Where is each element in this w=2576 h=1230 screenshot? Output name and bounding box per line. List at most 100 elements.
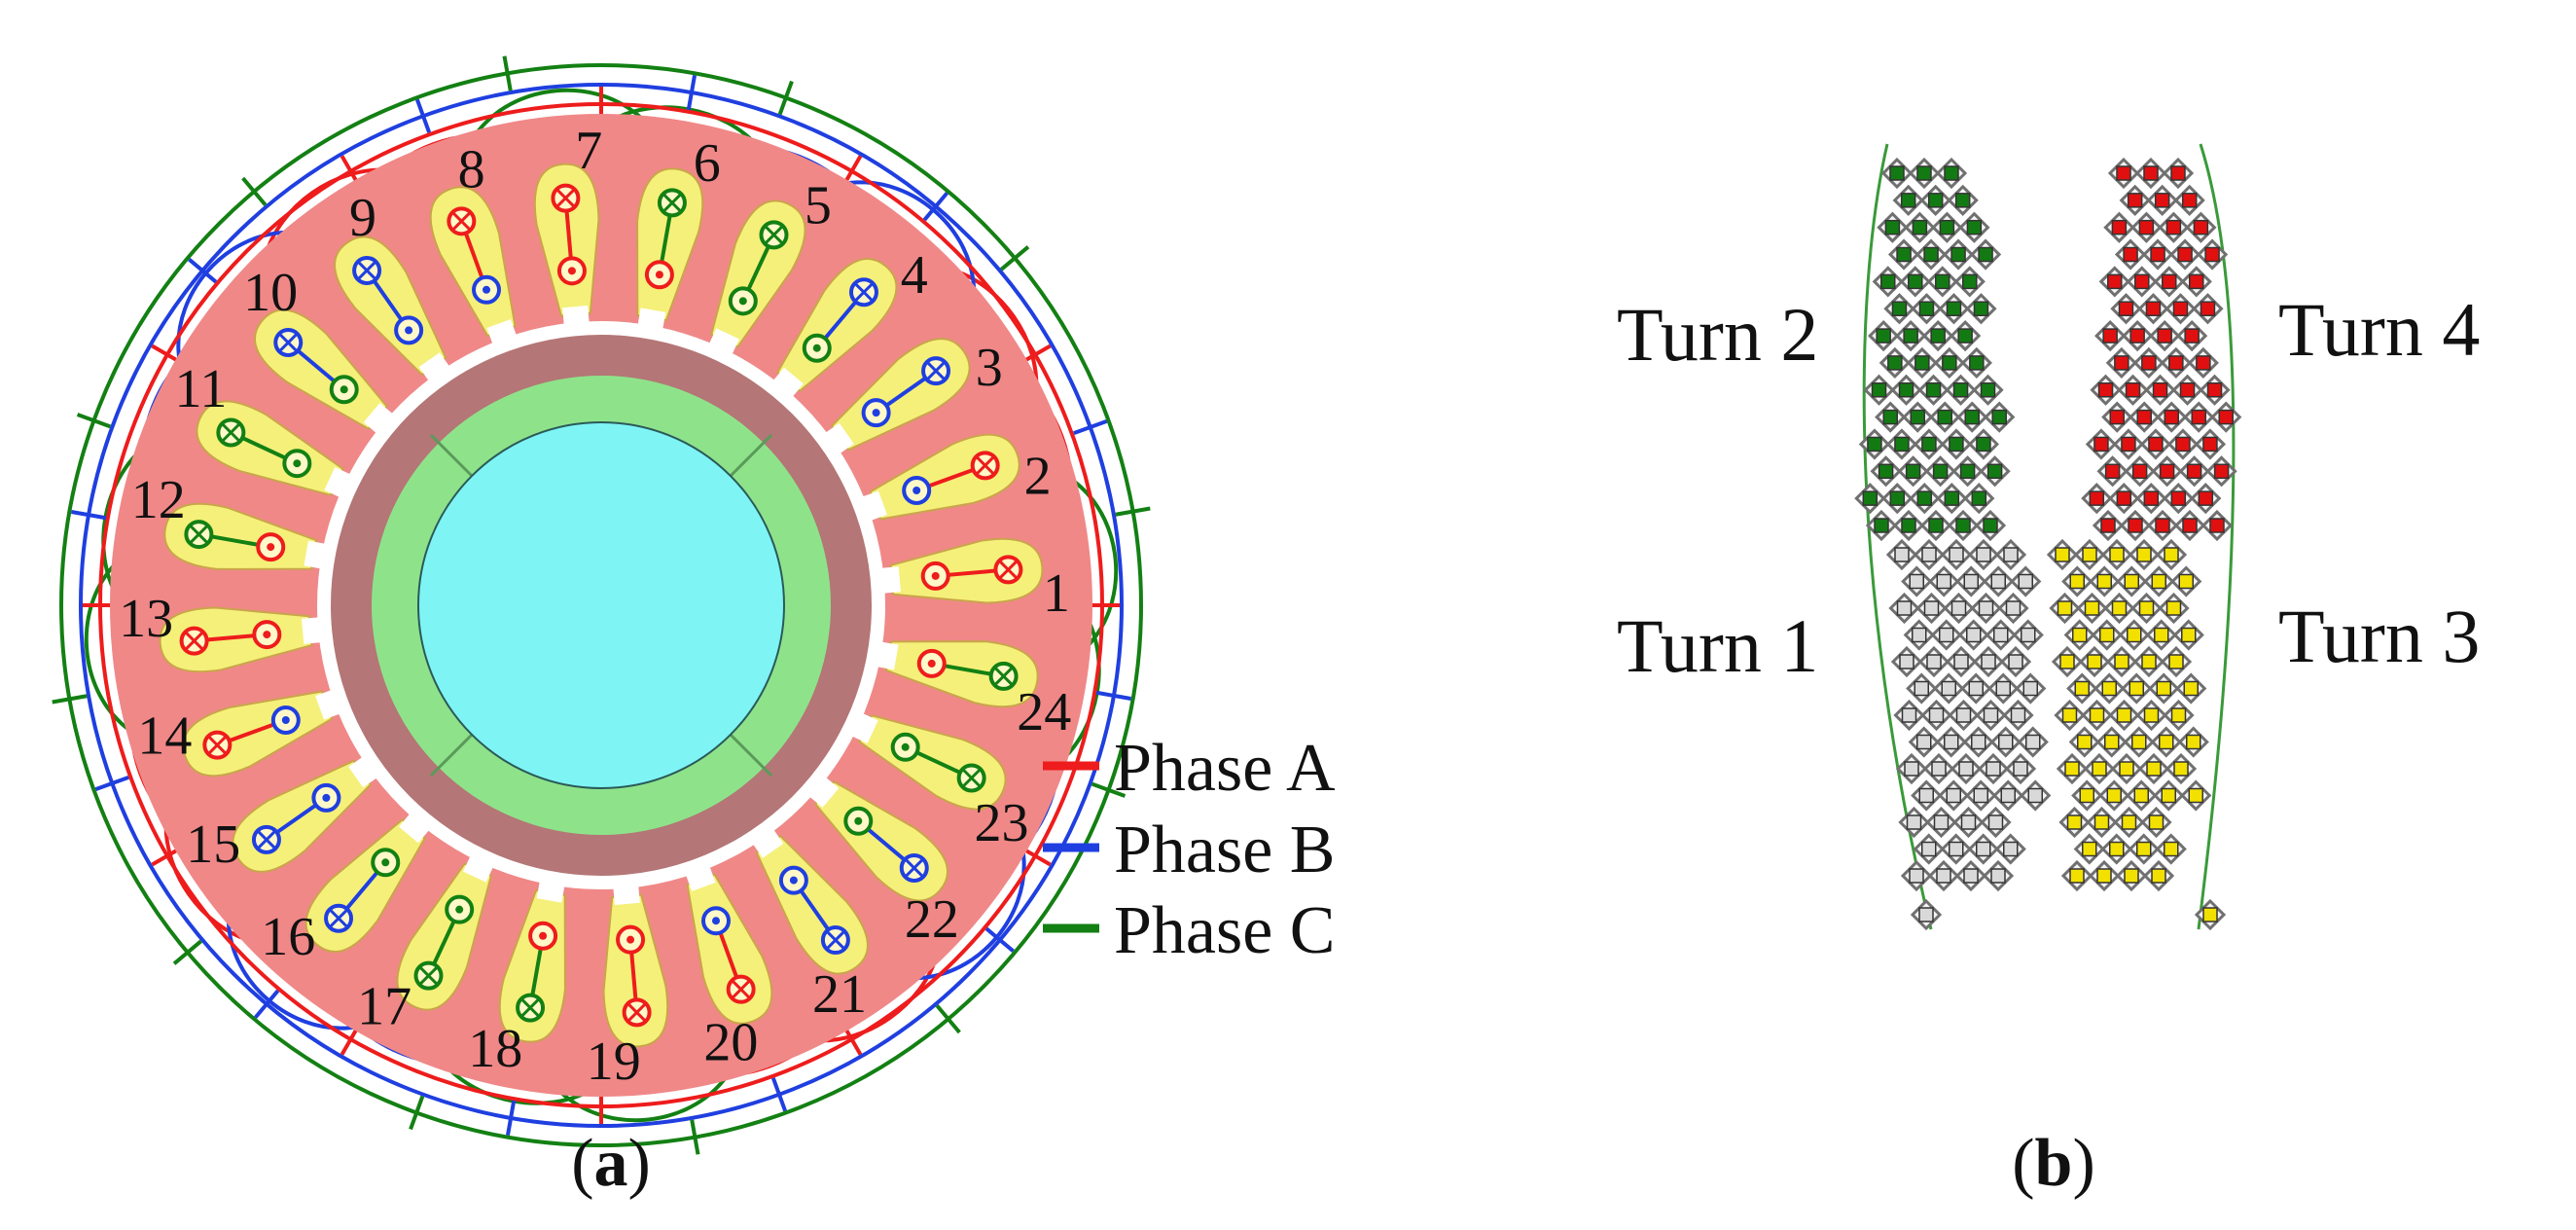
strand [1888,592,1920,625]
strand [2132,346,2165,380]
strand [2142,859,2175,892]
legend-item-phase-b: Phase B [1043,813,1336,887]
right-slot-outline [2197,143,2236,930]
strand [1977,752,2010,785]
strand [1954,859,1987,892]
slot-number-17: 17 [357,977,411,1037]
strand [2146,184,2178,216]
slot-number-7: 7 [575,121,602,181]
conductor-out-symbol [394,315,424,345]
strand [2107,157,2140,190]
strand [2123,726,2155,758]
conductor-in-symbol [622,997,652,1028]
strand [2017,726,2049,758]
strand [2108,483,2140,515]
strand [2140,806,2172,839]
ring-tick [254,989,280,1019]
strand [2051,645,2084,678]
strand [2170,565,2202,597]
strand [1989,726,2021,758]
strand [2095,726,2128,758]
conductor-out-symbol [556,256,587,286]
strand [1979,455,2011,488]
strand [2071,779,2103,812]
strand [2088,859,2121,892]
strand [1910,898,1943,931]
strand [1992,779,2024,812]
conductor-out-symbol [311,782,341,813]
strand [1972,374,2004,406]
strand [1909,483,1941,515]
strand [1945,645,1978,678]
strand [2081,699,2113,732]
strand [1901,565,1933,597]
strand [1914,238,1948,271]
legend-item-phase-a: Phase A [1043,731,1336,806]
conductor-in-symbol [970,451,1000,481]
legend-item-phase-c: Phase C [1043,893,1336,968]
strand [2117,374,2149,406]
strand [2150,726,2182,758]
conductor-out-symbol [282,449,312,479]
strand [2177,726,2209,758]
strand [1885,428,1918,460]
ring-tick [414,98,432,133]
slot-number-20: 20 [703,1013,758,1073]
conductor-in-symbol [352,255,382,285]
strand [1951,455,1984,488]
conductor-out-symbol [528,921,558,951]
slot-number-3: 3 [976,338,1003,398]
strand [2078,645,2111,678]
strand [2110,752,2143,785]
slot-number-6: 6 [694,133,721,194]
conductor-in-symbol [273,328,304,358]
strand [2012,619,2044,651]
strand [1994,538,2027,571]
strand [2098,779,2130,812]
ring-tick [241,176,268,206]
strand [2137,293,2169,325]
strand [1958,211,1990,243]
slot-number-10: 10 [243,263,298,323]
strand [1913,538,1946,571]
outer-phase-ring [59,63,1143,1147]
strand [2091,619,2123,651]
strand [1960,346,1992,380]
strand [1931,211,1963,243]
caption-b-letter: b [2035,1126,2073,1201]
strand [1926,266,1958,298]
conductor-in-symbol [179,626,209,656]
strand [2119,184,2151,216]
strand [2163,699,2195,732]
strand [2210,401,2242,433]
strand [1922,752,1955,785]
strand [1919,184,1951,216]
strand [2110,293,2142,325]
ring-tick [1095,690,1131,701]
strand [1940,538,1973,571]
strand [2108,699,2140,732]
strand [2098,266,2130,298]
strand [1906,346,1938,380]
ring-tick [686,75,697,111]
strand [2160,346,2192,380]
strand [2180,266,2212,298]
slot-number-16: 16 [261,907,315,967]
strand [1983,565,2015,597]
strand [2135,699,2167,732]
strand [2101,401,2133,433]
strand [2112,428,2145,460]
strand [1920,699,1952,732]
strand [1870,455,1902,488]
strand [2171,374,2203,406]
strand [1892,184,1924,216]
strand [2155,833,2187,865]
strand [1895,319,1927,352]
strand [1892,509,1925,542]
strand [1858,428,1891,460]
slot-number-4: 4 [901,245,928,306]
strand [1890,645,1923,678]
conductor-out-symbol [371,848,401,878]
strand [1982,859,2015,892]
strand [2155,538,2188,571]
